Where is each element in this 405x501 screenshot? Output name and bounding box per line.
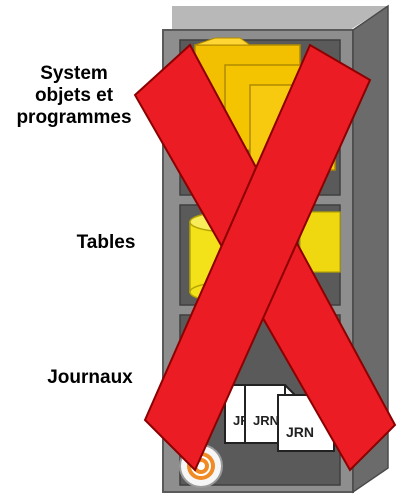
svg-text:JRN: JRN <box>286 424 314 440</box>
cabinet-top <box>172 6 388 30</box>
svg-text:JRN: JRN <box>253 413 279 428</box>
